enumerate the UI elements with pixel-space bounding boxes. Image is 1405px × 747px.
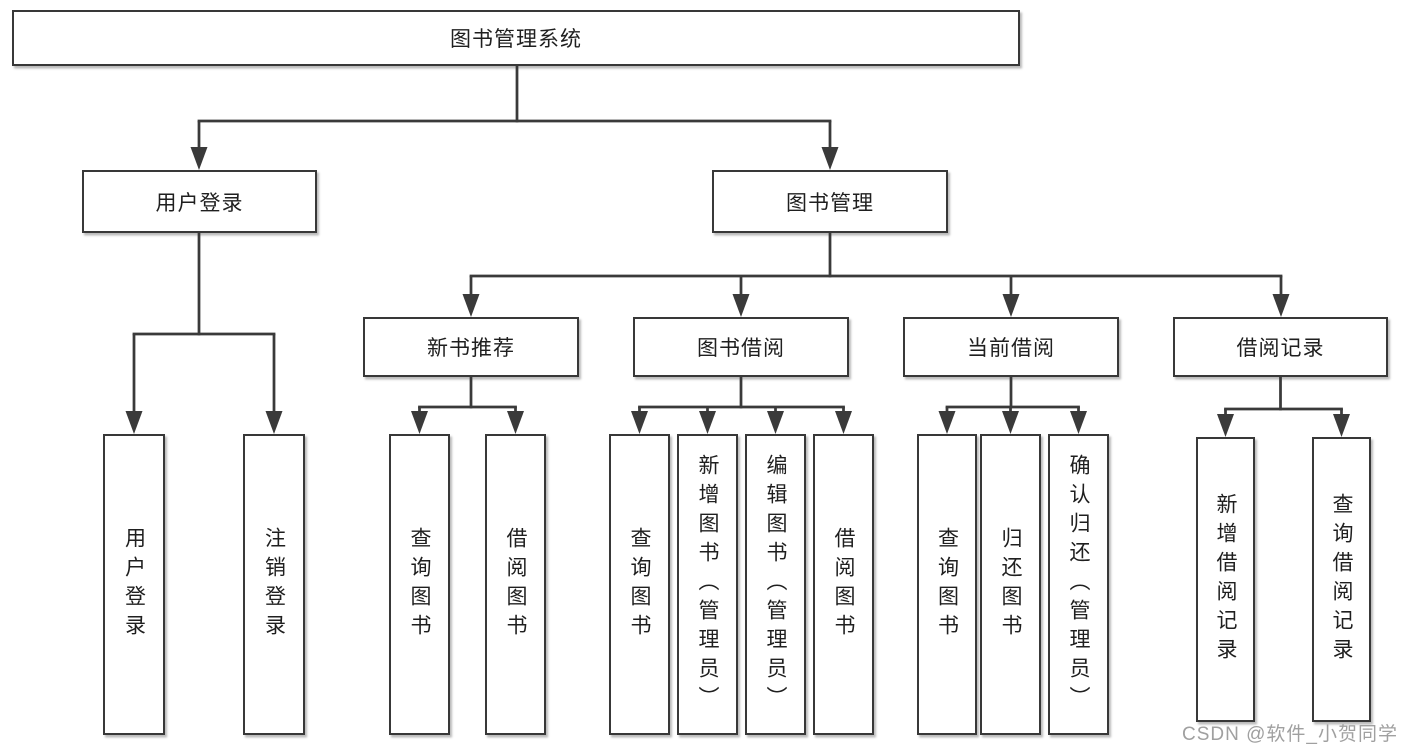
arrowhead-icon bbox=[938, 411, 956, 434]
node-user-login: 用户登录 bbox=[82, 170, 317, 233]
arrowhead-icon bbox=[732, 294, 750, 317]
node-leaf-return-book-label: 归还图书 bbox=[999, 526, 1023, 643]
connector-new-book-recommend-children bbox=[411, 377, 524, 434]
node-leaf-add-borrow-record: 新增借阅记录 bbox=[1196, 437, 1255, 722]
node-leaf-add-borrow-record-label: 新增借阅记录 bbox=[1214, 492, 1238, 667]
node-new-book-recommend: 新书推荐 bbox=[363, 317, 579, 377]
arrowhead-icon bbox=[1002, 294, 1020, 317]
arrowhead-icon bbox=[125, 411, 143, 434]
node-leaf-edit-book-admin-label: 编辑图书（管理员） bbox=[764, 454, 788, 715]
node-leaf-query-book-2-label: 查询图书 bbox=[628, 526, 652, 643]
arrowhead-icon bbox=[767, 411, 784, 434]
arrowhead-icon bbox=[1002, 411, 1019, 434]
node-root-system: 图书管理系统 bbox=[12, 10, 1020, 66]
arrowhead-icon bbox=[265, 411, 283, 434]
node-leaf-borrow-book-1: 借阅图书 bbox=[485, 434, 546, 735]
node-leaf-confirm-return-admin: 确认归还（管理员） bbox=[1048, 434, 1109, 735]
node-book-borrow: 图书借阅 bbox=[633, 317, 849, 377]
connector-user-login-children bbox=[125, 233, 283, 434]
arrowhead-icon bbox=[411, 411, 428, 434]
arrowhead-icon bbox=[1272, 294, 1290, 317]
connector-borrow-records-children bbox=[1217, 377, 1350, 437]
connector-book-management-children bbox=[462, 233, 1290, 317]
node-leaf-logout-label: 注销登录 bbox=[262, 526, 286, 643]
node-book-management: 图书管理 bbox=[712, 170, 948, 233]
node-leaf-query-borrow-record-label: 查询借阅记录 bbox=[1330, 492, 1354, 667]
node-leaf-logout: 注销登录 bbox=[243, 434, 305, 735]
node-leaf-borrow-book-1-label: 借阅图书 bbox=[504, 526, 528, 643]
connector-root-to-level2 bbox=[190, 66, 839, 170]
arrowhead-icon bbox=[190, 147, 208, 170]
arrowhead-icon bbox=[1333, 414, 1350, 437]
node-leaf-query-book-1: 查询图书 bbox=[389, 434, 450, 735]
node-leaf-add-book-admin: 新增图书（管理员） bbox=[677, 434, 738, 735]
node-leaf-borrow-book-2-label: 借阅图书 bbox=[832, 526, 856, 643]
node-leaf-user-login-label: 用户登录 bbox=[122, 526, 146, 643]
node-leaf-query-book-1-label: 查询图书 bbox=[408, 526, 432, 643]
arrowhead-icon bbox=[835, 411, 852, 434]
arrowhead-icon bbox=[699, 411, 716, 434]
node-borrow-records: 借阅记录 bbox=[1173, 317, 1388, 377]
node-leaf-query-book-3: 查询图书 bbox=[917, 434, 977, 735]
connector-book-borrow-children bbox=[631, 377, 852, 434]
node-leaf-user-login: 用户登录 bbox=[103, 434, 165, 735]
arrowhead-icon bbox=[462, 294, 480, 317]
node-leaf-query-book-3-label: 查询图书 bbox=[935, 526, 959, 643]
connector-current-borrow-children bbox=[938, 377, 1087, 434]
node-leaf-return-book: 归还图书 bbox=[980, 434, 1041, 735]
node-leaf-query-book-2: 查询图书 bbox=[609, 434, 670, 735]
csdn-watermark: CSDN @软件_小贺同学 bbox=[1182, 724, 1398, 745]
node-current-borrow: 当前借阅 bbox=[903, 317, 1119, 377]
arrowhead-icon bbox=[1217, 414, 1234, 437]
arrowhead-icon bbox=[631, 411, 648, 434]
node-leaf-confirm-return-admin-label: 确认归还（管理员） bbox=[1067, 454, 1091, 715]
node-leaf-query-borrow-record: 查询借阅记录 bbox=[1312, 437, 1371, 722]
node-leaf-edit-book-admin: 编辑图书（管理员） bbox=[745, 434, 806, 735]
node-leaf-borrow-book-2: 借阅图书 bbox=[813, 434, 874, 735]
node-leaf-add-book-admin-label: 新增图书（管理员） bbox=[696, 454, 720, 715]
arrowhead-icon bbox=[1070, 411, 1087, 434]
arrowhead-icon bbox=[507, 411, 524, 434]
arrowhead-icon bbox=[821, 147, 839, 170]
